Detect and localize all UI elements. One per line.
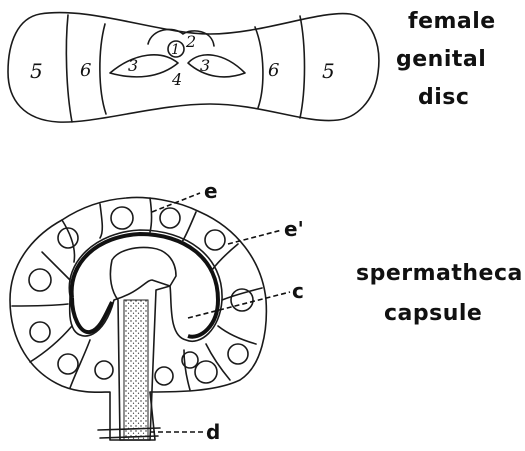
region-label-1: 1 — [171, 42, 180, 58]
disc-right-boundary-inner — [255, 27, 263, 108]
region-label-right-6: 6 — [268, 60, 279, 81]
disc-left-boundary-outer — [66, 15, 72, 122]
label-c: c — [292, 279, 304, 303]
left-lobe — [110, 55, 178, 77]
caption-genital: genital — [396, 47, 486, 72]
duct-lumen — [124, 300, 148, 440]
caption-capsule: capsule — [384, 301, 482, 326]
disc-right-boundary-outer — [300, 16, 305, 118]
label-d: d — [206, 420, 220, 444]
region-label-left-5: 5 — [30, 59, 43, 83]
genital-disc-diagram: 5 6 3 1 2 4 3 6 5 — [8, 13, 379, 123]
spermatheca-diagram — [10, 193, 290, 440]
disc-left-boundary-inner — [100, 24, 106, 114]
label-e: e — [204, 179, 218, 203]
caption-spermatheca: spermatheca — [356, 261, 523, 286]
region-label-right-5: 5 — [322, 59, 335, 83]
region-label-left-6: 6 — [80, 60, 91, 81]
right-lobe — [188, 55, 245, 77]
region-label-4: 4 — [171, 70, 182, 89]
label-e-prime: e' — [284, 217, 304, 241]
leader-c — [188, 292, 290, 318]
capsule-cuticle-left — [72, 298, 112, 332]
region-label-2: 2 — [185, 32, 196, 51]
region-label-left-3: 3 — [128, 56, 138, 75]
region-label-right-3: 3 — [200, 56, 210, 75]
caption-female: female — [408, 9, 496, 34]
caption-disc: disc — [418, 85, 469, 110]
